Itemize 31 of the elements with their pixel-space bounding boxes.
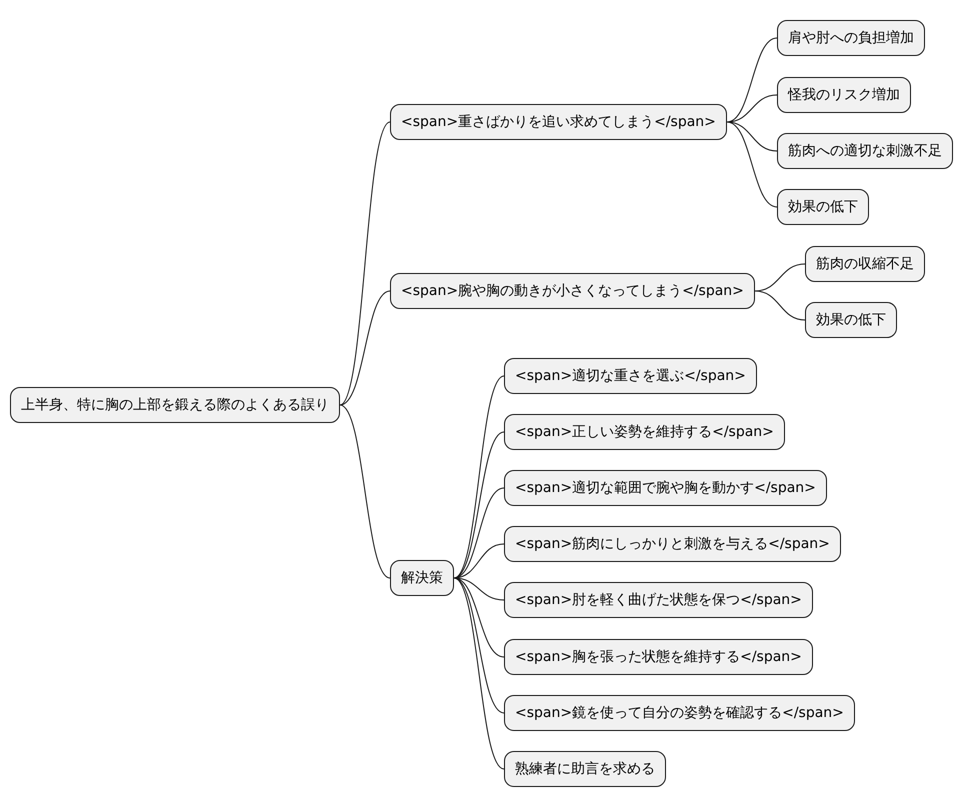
topic-box: 熟練者に助言を求める [504,751,666,787]
topic-box: 筋肉への適切な刺激不足 [777,133,953,169]
topic-box: 肩や肘への負担増加 [777,20,925,56]
topic-box: 解決策 [390,560,454,596]
topic-box: <span>適切な範囲で腕や胸を動かす</span> [504,470,827,506]
topic-box: <span>適切な重さを選ぶ</span> [504,358,757,394]
topic-box: <span>正しい姿勢を維持する</span> [504,414,785,450]
connector [454,578,504,658]
connector [340,290,390,406]
connector [454,432,504,578]
connector [726,122,778,208]
connector [454,578,504,714]
connector [340,122,390,406]
topic-box: 効果の低下 [805,302,897,338]
topic-box: <span>肘を軽く曲げた状態を保つ</span> [504,582,813,618]
topic-box: 上半身、特に胸の上部を鍛える際のよくある誤り [10,387,340,423]
topic-box: 筋肉の収縮不足 [805,246,925,282]
topic-box: <span>鏡を使って自分の姿勢を確認する</span> [504,695,855,731]
connector [454,578,504,770]
topic-box: 効果の低下 [777,189,869,225]
connector [726,122,778,152]
connector [454,488,504,578]
topic-box: <span>筋肉にしっかりと刺激を与える</span> [504,526,841,562]
topic-box: <span>胸を張った状態を維持する</span> [504,639,813,675]
connector [754,290,806,320]
topic-box: <span>重さばかりを追い求めてしまう</span> [390,104,727,140]
topic-box: 怪我のリスク増加 [777,77,911,113]
connector [454,578,504,600]
topic-box: <span>腕や胸の動きが小さくなってしまう</span> [390,273,755,309]
connector [726,38,778,122]
connector [340,404,390,578]
